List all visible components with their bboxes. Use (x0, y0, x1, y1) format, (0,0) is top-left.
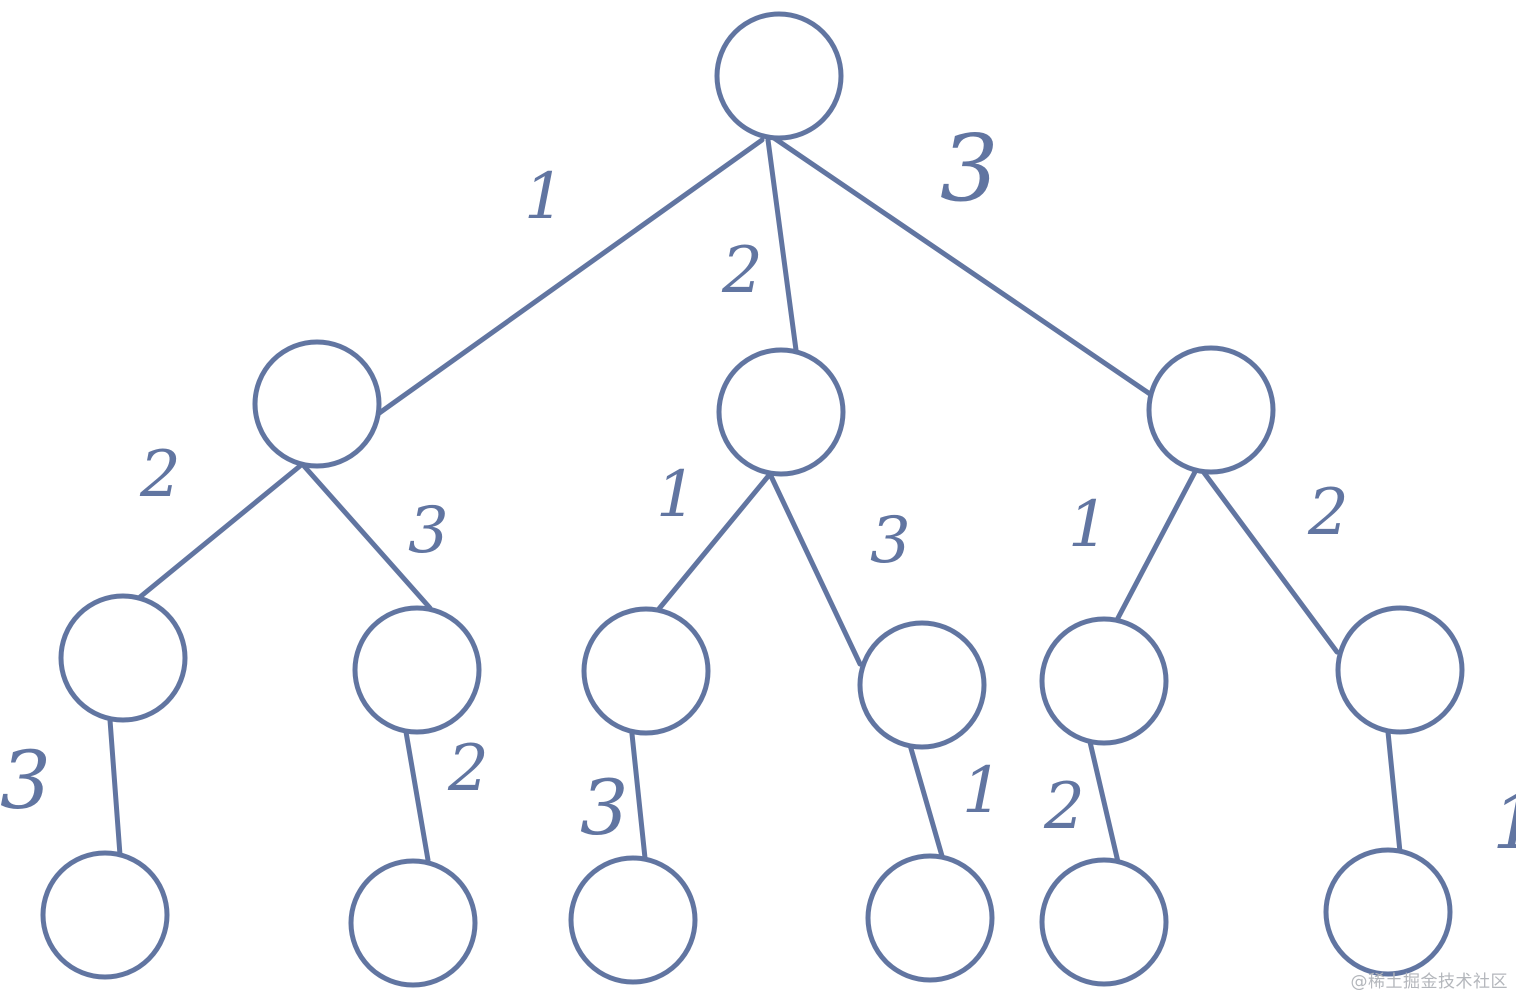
nodes (40, 11, 1465, 988)
node-root (714, 11, 844, 141)
edge-b-b2 (767, 471, 863, 667)
node-c (1146, 345, 1276, 475)
edge-a1-a1x (107, 717, 123, 858)
node-c2x (1323, 847, 1453, 977)
edge-label-root-a: 1 (524, 160, 565, 234)
edge-label-b2-b2x: 1 (962, 754, 1003, 828)
edge-root-b (765, 137, 799, 353)
edge-c1-c1x (1087, 739, 1121, 865)
edge-b2-b2x (907, 742, 945, 859)
edge-a-a2 (301, 463, 433, 611)
edge-labels: 1 2 3 2 3 1 3 1 2 3 2 3 1 2 1 (0, 115, 1516, 866)
edge-label-a-a1: 2 (139, 438, 181, 512)
edge-label-root-c: 3 (940, 115, 999, 222)
edge-label-c1-c1x: 2 (1043, 770, 1085, 844)
edge-a2-a2x (403, 729, 431, 863)
edge-c2-c2x (1385, 729, 1403, 855)
node-a (252, 339, 382, 469)
edge-c-c2 (1199, 467, 1340, 655)
edge-root-a (375, 137, 765, 417)
edge-label-b-b1: 1 (656, 458, 697, 532)
node-a1 (58, 593, 188, 723)
edge-c-c1 (1115, 467, 1199, 621)
edges (107, 135, 1403, 865)
edge-label-b-b2: 3 (870, 504, 911, 578)
edge-label-a2-a2x: 2 (447, 732, 489, 806)
node-b (716, 347, 846, 477)
edge-b1-b1x (629, 731, 648, 861)
edge-label-a-a2: 3 (408, 494, 449, 568)
node-c2 (1335, 605, 1465, 735)
edge-label-a1-a1x: 3 (0, 734, 51, 827)
node-a1x (40, 850, 170, 980)
edge-a-a1 (137, 463, 303, 600)
watermark-text: @稀土掘金技术社区 (1350, 972, 1508, 992)
edge-label-c-c1: 1 (1068, 488, 1109, 562)
edge-label-c2-c2x: 1 (1492, 777, 1516, 866)
edge-label-root-b: 2 (721, 234, 763, 308)
edge-root-c (771, 135, 1153, 397)
node-b1 (581, 606, 711, 736)
node-c1 (1039, 616, 1169, 746)
edge-label-c-c2: 2 (1307, 476, 1349, 550)
node-a2x (348, 858, 478, 988)
node-b2 (857, 620, 987, 750)
node-c1x (1039, 857, 1169, 987)
node-b2x (865, 853, 995, 983)
edge-label-b1-b1x: 3 (580, 763, 628, 852)
node-a2 (352, 605, 482, 735)
edge-b-b1 (655, 471, 773, 613)
node-b1x (568, 855, 698, 985)
